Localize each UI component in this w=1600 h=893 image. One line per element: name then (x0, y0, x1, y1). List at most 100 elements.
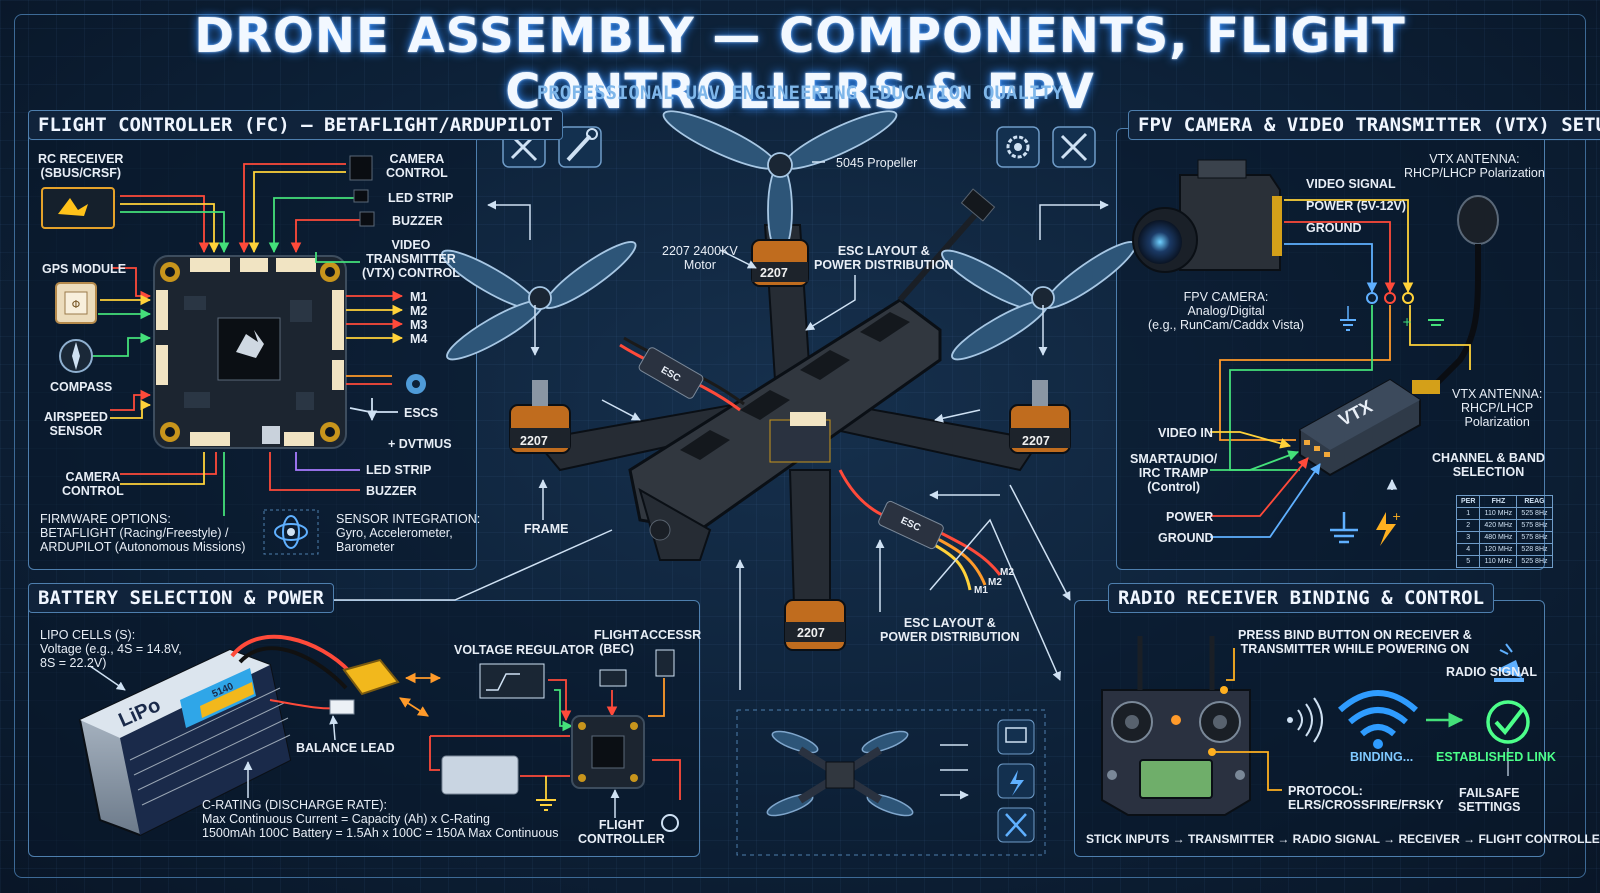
esc-board-left (638, 347, 704, 399)
video-signal-label: VIDEO SIGNAL (1306, 177, 1396, 191)
vtx-antenna-icon (1412, 195, 1499, 394)
sensor-gyro-icon (263, 509, 319, 555)
motor-left (509, 380, 571, 454)
table-cell: 110 MHz (1479, 555, 1518, 568)
camera-connector-icon (349, 155, 375, 227)
computer-icon (997, 719, 1035, 755)
flight-controller-board (153, 255, 347, 449)
motor-left-number: 2207 (520, 434, 548, 448)
gps-module-label: GPS MODULE (42, 262, 127, 276)
table-cell: 1 (1455, 507, 1481, 520)
table-cell: 5 (1455, 555, 1481, 568)
table-cell: 575 8Hz (1516, 519, 1553, 532)
motor-spec-label: 2207 2400KV Motor (662, 244, 738, 272)
page-title: DRONE ASSEMBLY — COMPONENTS, FLIGHT CONT… (194, 8, 1406, 120)
compass-icon (59, 339, 93, 373)
motor-top-number: 2207 (760, 266, 788, 280)
vtx-control-label: VIDEO TRANSMITTER (VTX) CONTROL (362, 238, 460, 280)
battery-panel-title: BATTERY SELECTION & POWER (28, 583, 334, 613)
connector-ring-icon (661, 814, 679, 832)
led-strip-bottom-label: LED STRIP (366, 463, 432, 477)
lipo-cells-label: LIPO CELLS (S): Voltage (e.g., 4S = 14.8… (40, 628, 182, 670)
radio-panel-title: RADIO RECEIVER BINDING & CONTROL (1108, 583, 1495, 613)
connector-dots: + (1340, 292, 1444, 331)
dvtmus-label: + DVTMUS (388, 437, 452, 451)
table-cell: 4 (1455, 543, 1481, 556)
outer-frame (14, 14, 1586, 878)
ground-symbol-icon (1330, 512, 1358, 544)
signal-chain-label: STICK INPUTS → TRANSMITTER → RADIO SIGNA… (1086, 832, 1600, 846)
satellite-dish-icon (1494, 643, 1524, 682)
established-link-label: ESTABLISHED LINK (1436, 750, 1556, 764)
ground-2-label: GROUND (1158, 531, 1214, 545)
fc-panel-title: FLIGHT CONTROLLER (FC) — BETAFLIGHT/ARDU… (28, 110, 563, 140)
center-m2-label: M2 (988, 577, 1002, 588)
table-header: REAG (1516, 495, 1553, 508)
center-arrows (305, 161, 1109, 690)
xt60-connector-icon (342, 658, 400, 696)
table-cell: 480 MHz (1479, 531, 1518, 544)
check-circle-icon (1486, 700, 1530, 744)
top-view-drone-box (736, 709, 1046, 856)
esc-connector-icon (406, 374, 426, 394)
fpv-wires (1210, 199, 1471, 538)
compass-label: COMPASS (50, 380, 113, 394)
camera-control-left-label: CAMERA CONTROL (62, 470, 124, 498)
svg-text:+: + (1402, 315, 1412, 329)
motor-m4-label: M4 (410, 332, 428, 346)
motor-m1-label: M1 (410, 290, 428, 304)
table-cell: 110 MHz (1479, 507, 1518, 520)
smartaudio-label: SMARTAUDIO/ IRC TRAMP (Control) (1130, 452, 1218, 494)
center-m1-label: M1 (974, 585, 988, 596)
lipo-battery-icon (78, 648, 292, 837)
battery-flight-controller-label: FLIGHT CONTROLLER (578, 818, 665, 846)
press-bind-label: PRESS BIND BUTTON ON RECEIVER & TRANSMIT… (1238, 628, 1472, 656)
esc-layout-bottom-label: ESC LAYOUT & POWER DISTRIBUTION (880, 616, 1020, 644)
table-cell: 120 MHz (1479, 543, 1518, 556)
table-cell: 420 MHz (1479, 519, 1518, 532)
rc-receiver-icon (41, 187, 115, 229)
table-cell: 528 8Hz (1516, 543, 1553, 556)
voltage-regulator-icon (479, 663, 545, 699)
power-2-label: POWER (1166, 510, 1214, 524)
table-cell: 575 8Hz (1516, 531, 1553, 544)
airspeed-label: AIRSPEED SENSOR (44, 410, 108, 438)
propeller-front (662, 110, 898, 256)
radio-transmitter-icon (1101, 636, 1251, 816)
table-cell: 2 (1455, 519, 1481, 532)
channel-band-label: CHANNEL & BAND SELECTION (1432, 451, 1545, 479)
buzzer-top-label: BUZZER (392, 214, 443, 228)
motor-m3-label: M3 (410, 318, 428, 332)
battery-callouts (89, 665, 620, 818)
fpv-camera-label: FPV CAMERA: Analog/Digital (e.g., RunCam… (1148, 290, 1305, 332)
flight-bec-label: FLIGHT (BEC) (594, 628, 640, 656)
balance-lead-icon (329, 699, 355, 715)
vtx-antenna-right-label: VTX ANTENNA: RHCP/LHCP Polarization (1452, 387, 1543, 429)
table-cell: 3 (1455, 531, 1481, 544)
power-bolt-icon: + (1376, 510, 1401, 546)
table-cell: 525 8Hz (1516, 555, 1553, 568)
battery-pack-small-icon (441, 755, 519, 795)
accessory-connector-icon (655, 649, 675, 677)
motor-right (1009, 380, 1071, 454)
motor-m2-label: M2 (410, 304, 428, 318)
bec-connector-icon (599, 669, 627, 687)
camera-control-top-label: CAMERA CONTROL (386, 152, 448, 180)
balance-lead-label: BALANCE LEAD (296, 741, 395, 755)
protocol-label: PROTOCOL: ELRS/CROSSFIRE/FRSKY (1288, 784, 1444, 812)
ground-label: GROUND (1306, 221, 1362, 235)
fpv-panel-title: FPV CAMERA & VIDEO TRANSMITTER (VTX) SET… (1128, 110, 1600, 140)
radio-callouts (1208, 648, 1509, 791)
firmware-options-label: FIRMWARE OPTIONS: BETAFLIGHT (Racing/Fre… (40, 512, 246, 554)
sensor-integration-label: SENSOR INTEGRATION: Gyro, Accelerometer,… (336, 512, 481, 554)
battery-fc-board-icon (571, 715, 645, 789)
power-wires (399, 672, 681, 800)
table-header: FHZ (1479, 495, 1518, 508)
esc-layout-top-label: ESC LAYOUT & POWER DISTRIBUTION (814, 244, 954, 272)
